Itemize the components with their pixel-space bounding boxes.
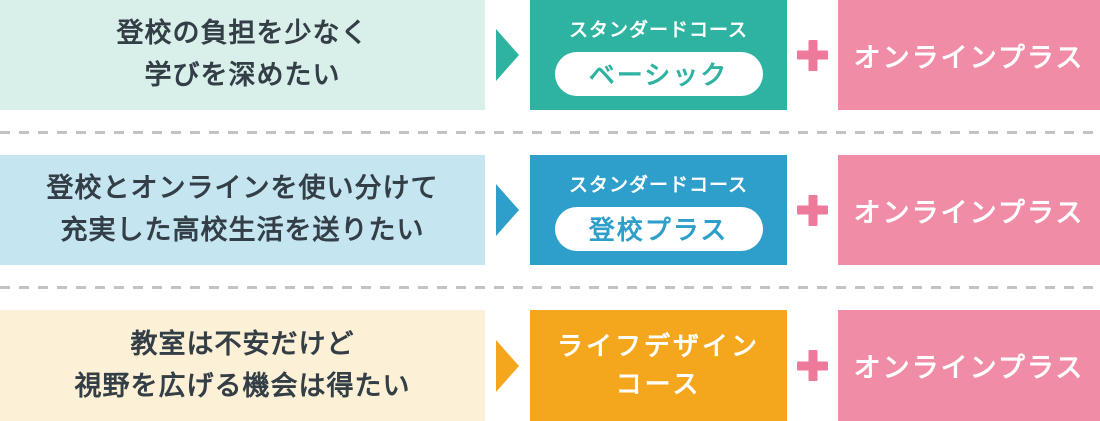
dashed-divider	[0, 265, 1100, 310]
course-name-line: コース	[615, 369, 702, 400]
plus-icon	[797, 195, 828, 226]
row-life-design: 教室は不安だけど 視野を広げる機会は得たい ライフデザイン コース オンラインプ…	[0, 310, 1100, 421]
dashed-line	[0, 131, 1100, 134]
need-text-line: 視野を広げる機会は得たい	[74, 370, 411, 402]
course-name-line: ライフデザイン	[556, 331, 760, 362]
arrow-cell	[485, 155, 530, 265]
course-pill-label: 登校プラス	[588, 216, 729, 246]
arrow-cell	[485, 0, 530, 110]
course-box: スタンダードコース ベーシック	[530, 0, 787, 110]
need-text-line: 登校の負担を少なく	[116, 18, 369, 49]
dashed-divider	[0, 110, 1100, 155]
need-text-line: 充実した高校生活を送りたい	[60, 215, 425, 246]
need-text-line: 学びを深めたい	[144, 60, 341, 91]
need-box: 登校の負担を少なく 学びを深めたい	[0, 0, 485, 110]
need-text-line: 登校とオンラインを使い分けて	[46, 173, 439, 204]
addon-box: オンラインプラス	[838, 155, 1100, 265]
course-label: スタンダードコース	[568, 173, 749, 196]
row-standard-basic: 登校の負担を少なく 学びを深めたい スタンダードコース ベーシック オンラインプ…	[0, 0, 1100, 110]
arrow-right-icon	[496, 339, 519, 392]
addon-box: オンラインプラス	[838, 310, 1100, 421]
addon-label: オンラインプラス	[853, 197, 1085, 229]
addon-box: オンラインプラス	[838, 0, 1100, 110]
arrow-right-icon	[496, 184, 519, 236]
need-text-line: 教室は不安だけど	[130, 328, 355, 360]
need-box: 教室は不安だけど 視野を広げる機会は得たい	[0, 310, 485, 421]
plus-cell	[787, 310, 838, 421]
row-standard-toko-plus: 登校とオンラインを使い分けて 充実した高校生活を送りたい スタンダードコース 登…	[0, 155, 1100, 265]
plus-icon	[797, 40, 828, 71]
addon-label: オンラインプラス	[853, 353, 1085, 384]
dashed-line	[0, 286, 1100, 289]
need-box: 登校とオンラインを使い分けて 充実した高校生活を送りたい	[0, 155, 485, 265]
course-label: スタンダードコース	[568, 18, 749, 41]
course-box: ライフデザイン コース	[530, 310, 787, 421]
plus-cell	[787, 155, 838, 265]
course-pill: ベーシック	[554, 51, 763, 96]
course-pill: 登校プラス	[554, 206, 763, 251]
plus-cell	[787, 0, 838, 110]
course-pill-label: ベーシック	[588, 61, 729, 91]
arrow-cell	[485, 310, 530, 421]
course-box: スタンダードコース 登校プラス	[530, 155, 787, 265]
plus-icon	[797, 350, 828, 381]
arrow-right-icon	[496, 29, 519, 81]
addon-label: オンラインプラス	[853, 42, 1085, 74]
